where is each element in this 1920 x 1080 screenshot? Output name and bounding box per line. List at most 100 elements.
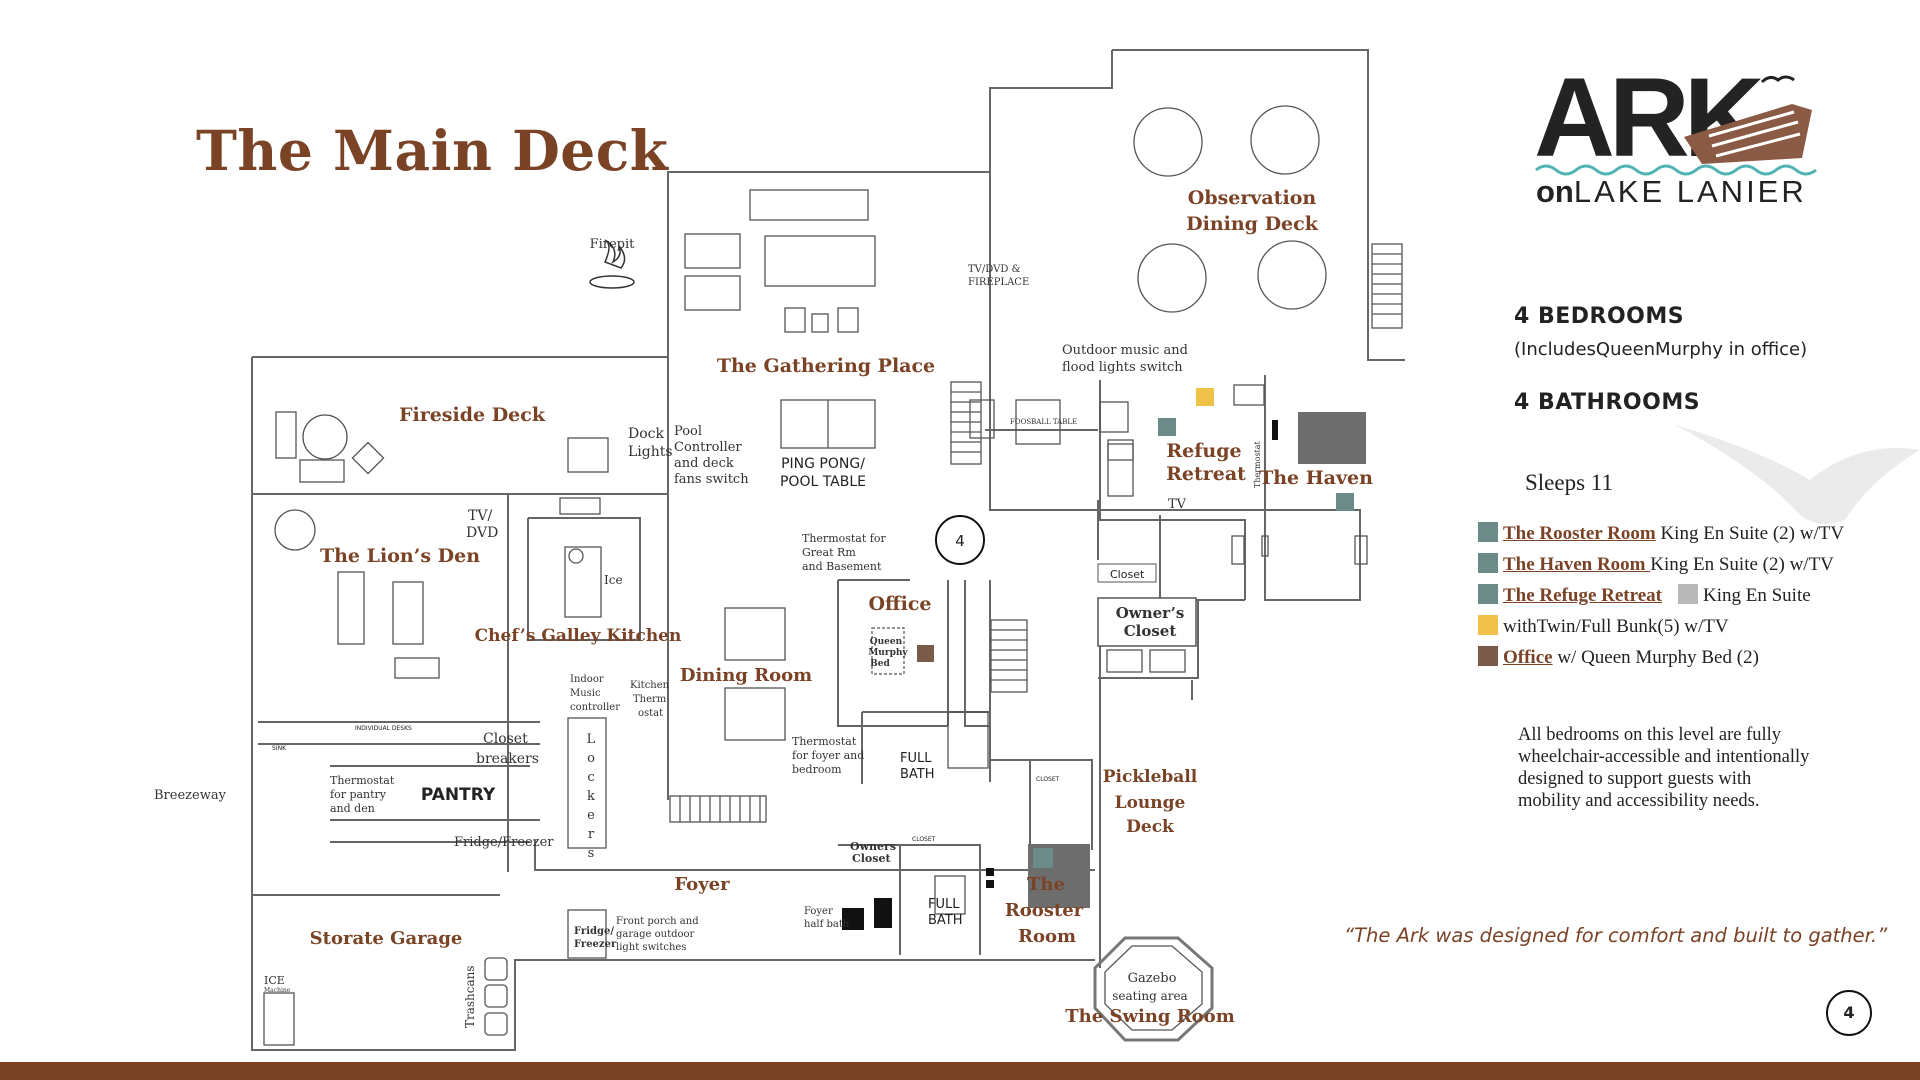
label-outdoor-music: flood lights switch [1062,360,1183,375]
legend-swatch [1478,646,1498,666]
page-number: 4 [1826,990,1872,1036]
label-front-porch: light switches [616,942,686,953]
label-closet-breakers: breakers [476,751,539,767]
label-fridge-small: Fridge/ [574,926,614,937]
label-lockers: s [588,846,595,861]
fixture-dark [1272,420,1278,440]
legend-item-office: Office w/ Queen Murphy Bed (2) [1478,646,1759,669]
bedrooms-note: (IncludesQueenMurphy in office) [1514,339,1808,360]
legend-swatch [1478,522,1498,542]
label-ping-pong: PING PONG/ [781,456,865,472]
ark-logo: ARK onLAKE LANIER [1534,62,1824,212]
rooster-marker [1033,848,1053,868]
office-marker [917,645,934,662]
fixture-dark [986,868,994,876]
label-pool-controller: and deck [674,456,734,471]
legend-swatch [1478,553,1498,573]
room-label-refuge: Retreat [1166,463,1246,485]
office-link[interactable]: Office [1503,647,1553,668]
label-fridge-freezer: Fridge/Freezer [454,835,554,850]
bathrooms-count: 4 BATHROOMS [1514,390,1701,415]
label-thermostat-pantry: Thermostat [330,774,395,787]
label-dock-lights: Dock [628,426,664,442]
label-thermostat-foyer: for foyer and [792,749,864,762]
room-label-rooster: Rooster [1005,900,1084,921]
label-tv-dvd: TV/ [468,508,492,524]
label-fridge-small: Freezer [574,939,617,950]
label-thermostat-foyer: Thermostat [792,735,857,748]
floor-marker [935,515,985,565]
label-thermostat-vertical: Thermostat [1253,440,1262,488]
firepit-icon [589,239,635,289]
label-kitchen-therm: Therm [633,694,667,705]
room-label-galley: Chef’s Galley Kitchen [475,626,682,646]
label-ice-machine: Machine [264,987,291,994]
footer-bar [0,1062,1920,1080]
room-label-garage: Storate Garage [310,928,463,949]
label-full-bath: FULL [900,751,932,766]
label-lockers: L [587,732,596,747]
label-thermostat-great: Great Rm [802,546,856,559]
gazebo-inner [1104,945,1203,1031]
sleeps-count: Sleeps 11 [1525,470,1613,495]
label-full-bath: BATH [900,767,935,782]
page-title: The Main Deck [196,118,669,183]
label-foyer-half-bath: half bath [804,919,850,930]
room-label-refuge: Refuge [1166,440,1241,462]
label-thermostat-foyer: bedroom [792,763,842,776]
room-label-observation: Dining Deck [1186,213,1319,235]
room-label-fireside: Fireside Deck [399,404,546,426]
label-owners-closet-small: Closet [852,852,891,865]
label-firepit: Firepit [590,237,636,252]
fixture-dark [986,880,994,888]
label-front-porch: garage outdoor [616,929,695,940]
label-gazebo: Gazebo [1128,971,1177,986]
fixture-dark [874,898,892,928]
rooster-room-link[interactable]: The Rooster Room [1503,523,1656,544]
label-tv-dvd: DVD [466,525,498,541]
refuge-marker [1158,418,1176,436]
fixture-dark [842,908,864,930]
bedrooms-count: 4 BEDROOMS [1514,304,1685,329]
label-front-porch: Front porch and [616,916,699,927]
label-foyer-half-bath: Foyer [804,906,833,917]
furniture [263,189,1368,1046]
label-breezeway: Breezeway [154,788,227,803]
legend-item-rooster: The Rooster Room King En Suite (2) w/TV [1478,522,1844,545]
owners-closet-box [1097,597,1197,647]
stairs [669,243,1403,823]
room-markers [842,388,1366,930]
legend-item-bunk: withTwin/Full Bunk(5) w/TV [1478,615,1729,638]
label-lockers: o [587,751,595,766]
detail-labels: Firepit TV/DVD & FIREPLACE Outdoor music… [154,237,1262,1028]
label-ice-machine: ICE [264,974,285,987]
floor-marker-label: 4 [955,532,965,550]
label-tv: TV [1168,497,1187,512]
refuge-retreat-link[interactable]: The Refuge Retreat [1503,585,1662,606]
closet-box [1097,563,1157,583]
room-labels: Observation Dining Deck The Gathering Pl… [310,187,1373,1027]
room-label-pickleball: Pickleball [1103,767,1198,787]
room-label-office: Office [868,593,931,615]
label-kitchen-therm: Kitchen [630,680,670,691]
haven-room-link[interactable]: The Haven Room [1503,554,1651,575]
label-indoor-music: controller [570,702,620,713]
room-label-owners-closet: Closet [1124,622,1177,640]
label-pool-controller: Controller [674,440,742,455]
label-lockers: c [587,770,594,785]
room-label-dining: Dining Room [680,665,812,686]
label-sink: SINK [272,745,287,752]
label-closet-caps: CLOSET [912,836,936,843]
room-label-observation: Observation [1188,187,1317,209]
label-trashcans: Trashcans [463,965,477,1028]
dining-table [1250,105,1320,175]
room-label-rooster: The [1027,874,1065,895]
label-lockers: e [587,808,595,823]
seagull-watermark-icon [1675,425,1920,524]
room-label-owners-closet: Owner’s [1116,604,1185,622]
room-label-pickleball: Lounge [1115,793,1186,813]
label-lockers: r [588,827,595,842]
room-label-haven: The Haven [1259,467,1373,489]
label-ping-pong: POOL TABLE [780,474,866,490]
